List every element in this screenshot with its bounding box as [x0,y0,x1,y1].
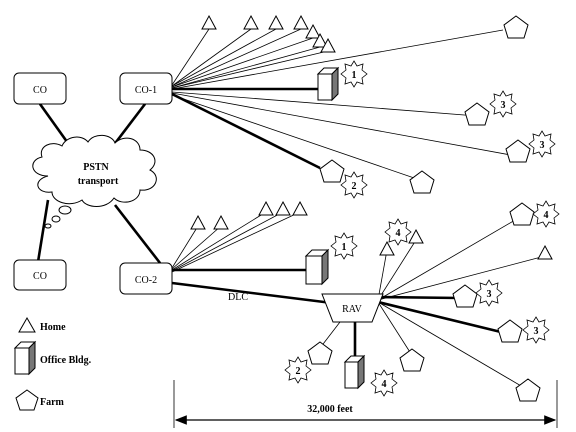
farms [307,15,541,402]
home-icon [293,14,309,30]
office-building-icon [304,248,330,286]
office-building-icon [343,354,366,390]
home-icon [213,214,229,230]
farm-icon [319,159,345,183]
badge-rav-farm-mid: 3 [475,279,503,307]
home-icon [275,200,291,216]
home-icon [243,14,259,30]
farm-icon [503,15,529,39]
badge-co1-farm-c: 2 [340,171,368,199]
farm-icon [464,102,490,126]
farm-icon [515,378,541,402]
badge-label: 3 [501,100,506,111]
farm-icon [452,284,478,308]
legend-office-label: Office Bldg. [40,355,92,366]
badge-label: 4 [396,228,401,239]
badge-label: 3 [534,326,539,337]
home-icon [201,14,217,30]
badge-label: 1 [352,70,357,81]
badge-co1-farm-b: 3 [528,130,556,158]
farm-icon [399,348,425,372]
home-icon [190,214,206,230]
co2-label: CO-2 [135,275,157,286]
farm-icon [505,139,531,163]
legend-home-label: Home [40,322,66,333]
office-building-icon [13,340,37,376]
badge-rav-farm-left: 2 [284,356,312,384]
co1-node: CO-1 [119,72,173,105]
home-icon [258,200,274,216]
badge-label: 3 [540,140,545,151]
badge-label: 4 [382,379,387,390]
offices [304,66,366,390]
badge-label: 4 [544,210,549,221]
home-icon [537,244,553,260]
count-badges: 1 3 3 2 1 4 4 3 [284,60,560,397]
farm-icon [307,341,333,365]
co-top-left-label: CO [33,85,47,96]
pstn-cloud: PSTN transport [32,134,157,229]
farm-icon [509,202,535,226]
co-top-left-node: CO [13,72,67,105]
scale-label: 32,000 feet [307,404,353,415]
rav-label: RAV [342,304,363,315]
badge-rav-farm-far: 4 [532,200,560,228]
home-icon [268,14,284,30]
thick-links [36,87,506,362]
badge-co1-office: 1 [340,60,368,88]
badge-rav-office: 4 [370,369,398,397]
badge-label: 2 [296,366,301,377]
badge-label: 2 [352,181,357,192]
home-icon [292,200,308,216]
dlc-label: DLC [228,292,248,303]
badge-rav-home: 4 [384,218,412,246]
farm-icon [15,389,39,411]
cloud-label-line2: transport [78,176,119,187]
badge-label: 1 [342,242,347,253]
farm-icon [409,170,435,194]
badge-co2-office: 1 [330,232,358,260]
badge-rav-farm-low: 3 [522,316,550,344]
home-icon [379,240,395,256]
co-bottom-left-label: CO [33,271,47,282]
co2-node: CO-2 [119,262,173,295]
cloud-label-line1: PSTN [83,162,109,173]
badge-co1-farm-a: 3 [489,90,517,118]
thin-links [171,28,546,391]
office-building-icon [316,66,340,102]
homes [190,14,553,260]
home-icon [18,316,36,333]
home-icon [312,32,328,48]
home-icon [320,37,336,53]
distance-scale: 32,000 feet [173,380,558,428]
legend: Home Office Bldg. Farm [13,316,92,411]
co1-label: CO-1 [135,85,157,96]
farm-icon [497,319,523,343]
legend-farm-label: Farm [40,397,65,408]
home-icon [408,228,424,244]
badge-label: 3 [487,289,492,300]
co-bottom-left-node: CO [13,259,67,291]
home-icon [305,23,321,39]
rav-node: RAV [321,293,384,323]
